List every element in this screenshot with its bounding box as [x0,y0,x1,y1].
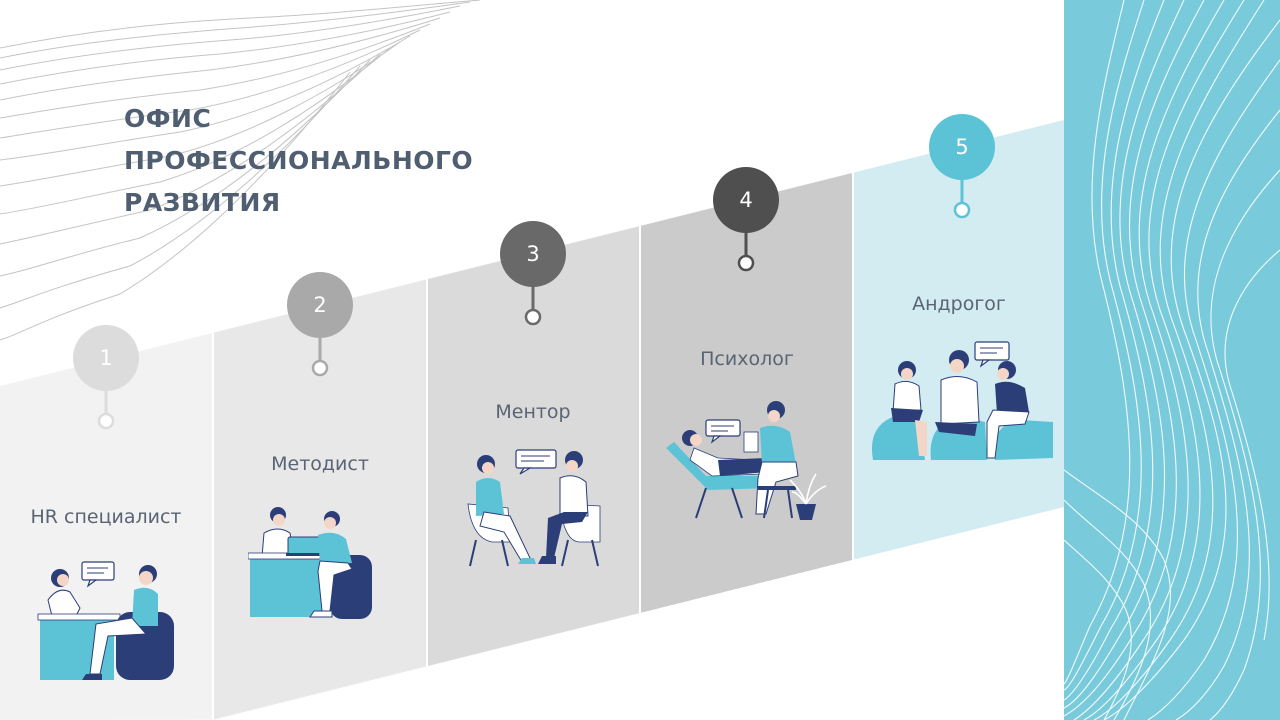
step-5-label: Андрогог [912,293,1006,315]
step-2-label: Методист [271,453,369,475]
step-4-number: 4 [739,188,753,212]
title-line-3: РАЗВИТИЯ [124,188,281,217]
step-1-number: 1 [99,346,113,370]
hr-interview-illustration [37,561,174,680]
decorative-waves-left [0,0,481,341]
mentor-illustration [467,449,601,567]
step-5-marker [929,114,995,219]
step-3-marker [500,221,566,326]
decorative-wave-panel [1064,0,1280,720]
step-5-number: 5 [955,135,969,159]
title-line-1: ОФИС [124,104,212,133]
step-4-marker [713,167,779,272]
title-line-2: ПРОФЕССИОНАЛЬНОГО [124,146,474,175]
step-3-label: Ментор [495,401,571,423]
step-3-number: 3 [526,242,540,266]
andragogue-illustration [871,341,1053,460]
step-1-label: HR специалист [30,506,182,528]
step-2-marker [287,272,353,377]
step-3-panel [427,226,640,667]
methodist-illustration [248,507,372,619]
psychologist-illustration [666,401,827,520]
step-1-marker [73,325,139,430]
step-2-number: 2 [313,293,327,317]
step-4-panel [640,172,853,613]
step-4-label: Психолог [700,348,794,370]
